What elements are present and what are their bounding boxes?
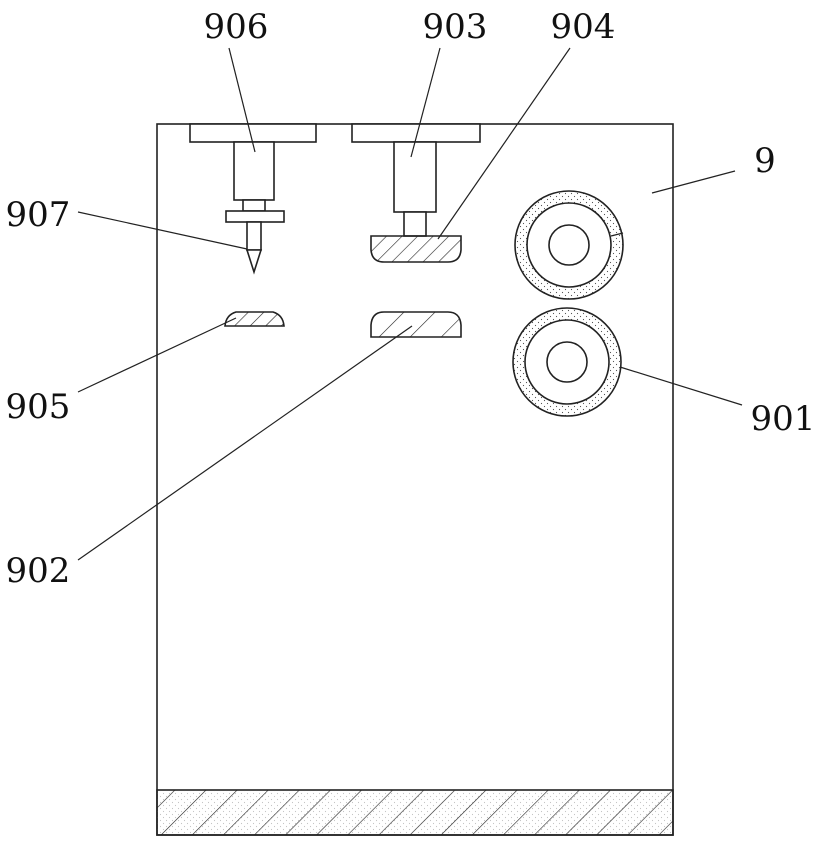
press-assembly-906 [189, 123, 317, 275]
needle-tip-907 [245, 249, 263, 275]
leader-902 [77, 325, 413, 561]
press-assembly-903 [351, 123, 481, 263]
die-905 [224, 311, 285, 327]
leader-903 [410, 47, 441, 158]
rod-903 [403, 211, 427, 237]
leader-905 [77, 317, 237, 393]
base-plate-dots [157, 790, 673, 835]
label-906: 906 [204, 7, 269, 47]
label-907: 907 [6, 195, 71, 235]
pad-904 [370, 235, 462, 263]
leader-901 [619, 366, 743, 406]
roller-901 [512, 307, 622, 417]
cylinder-906 [233, 141, 275, 201]
leader-9 [651, 170, 736, 194]
rod-906 [242, 199, 266, 212]
die-902 [370, 311, 462, 338]
label-901: 901 [751, 399, 816, 439]
label-904: 904 [551, 7, 616, 47]
leader-904 [437, 47, 571, 240]
mount-plate-906 [189, 123, 317, 143]
label-905: 905 [6, 387, 71, 427]
label-9: 9 [754, 141, 776, 181]
leader-906 [228, 47, 256, 153]
label-903: 903 [423, 7, 488, 47]
needle-shank-907 [246, 221, 262, 251]
roller-upper [514, 190, 624, 300]
label-902: 902 [6, 551, 71, 591]
cylinder-903 [393, 141, 437, 213]
leader-907 [77, 211, 248, 250]
flange-906 [225, 210, 285, 223]
